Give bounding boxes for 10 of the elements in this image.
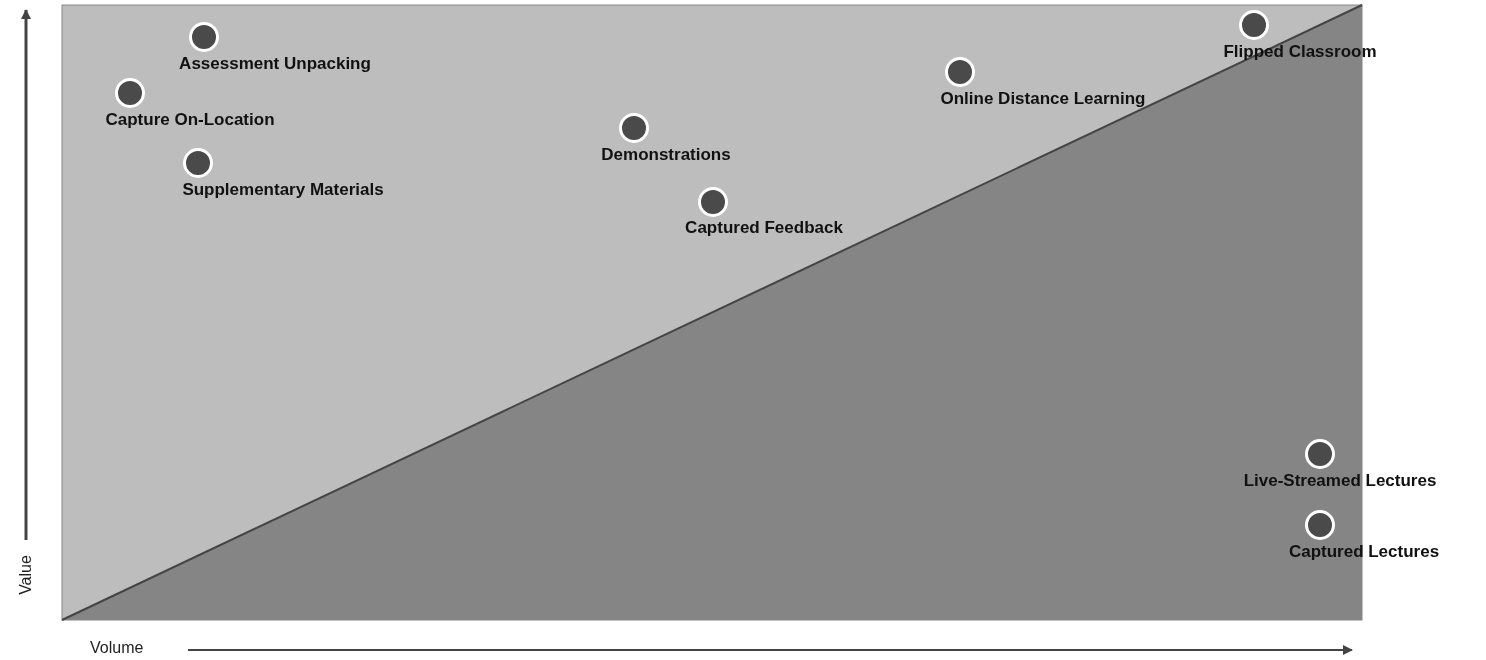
point-label: Live-Streamed Lectures <box>1243 471 1437 491</box>
point-label: Demonstrations <box>601 145 731 165</box>
point-label: Assessment Unpacking <box>179 54 371 74</box>
point-label: Capture On-Location <box>105 110 275 130</box>
point-label: Captured Lectures <box>1288 542 1440 562</box>
point-label: Captured Feedback <box>685 218 843 238</box>
point-label: Online Distance Learning <box>940 89 1146 109</box>
axis-label: Volume <box>90 639 144 657</box>
axis-label: Value <box>17 555 35 595</box>
point-label: Supplementary Materials <box>182 180 384 200</box>
